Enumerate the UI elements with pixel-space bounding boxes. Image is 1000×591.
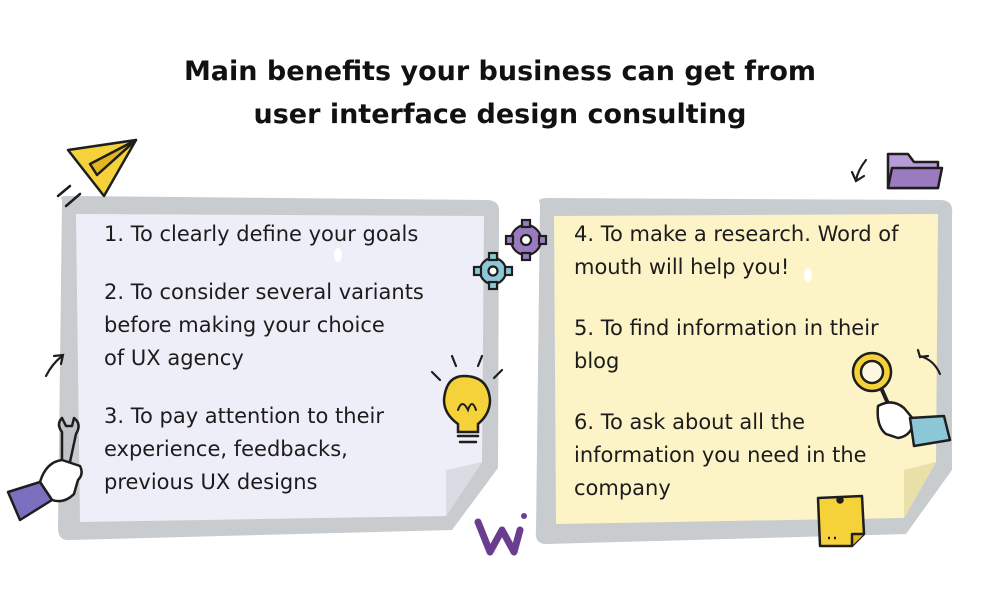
gear-icon <box>472 251 514 291</box>
benefit-line: 5. To find information in their <box>574 316 879 340</box>
benefit-line: blog <box>574 349 620 373</box>
folder-icon <box>886 152 944 190</box>
title-line-1: Main benefits your business can get from <box>183 56 817 87</box>
benefit-3: 3. To pay attention to their experience,… <box>104 400 424 499</box>
magnifier-hand-icon <box>851 351 952 448</box>
benefit-line: of UX agency <box>104 346 244 370</box>
sparkle-icon <box>804 268 812 282</box>
left-note-text: 1. To clearly define your goals 2. To co… <box>104 218 424 499</box>
benefit-line: mouth will help you! <box>574 255 790 279</box>
gear-icon <box>504 218 548 262</box>
paper-plane-icon <box>56 138 138 208</box>
sparkle-icon <box>334 248 342 262</box>
left-note <box>58 195 500 541</box>
sticky-note-icon <box>816 494 866 548</box>
logo-icon <box>474 513 527 556</box>
page-title: Main benefits your business can get from… <box>0 50 1000 136</box>
benefit-1: 1. To clearly define your goals <box>104 218 424 251</box>
benefit-line: before making your choice <box>104 313 385 337</box>
wrench-hand-icon <box>6 416 83 522</box>
arrow-icon <box>850 158 868 183</box>
benefit-line: information you need in the <box>574 443 867 467</box>
benefit-5: 5. To find information in their blog <box>574 312 898 378</box>
benefit-line: company <box>574 476 671 500</box>
benefit-line: 4. To make a research. Word of <box>574 222 899 246</box>
benefit-4: 4. To make a research. Word of mouth wil… <box>574 218 898 284</box>
lightbulb-icon <box>430 354 504 444</box>
benefit-line: 1. To clearly define your goals <box>104 222 419 246</box>
benefit-line: 6. To ask about all the <box>574 410 806 434</box>
benefit-line: previous UX designs <box>104 470 318 494</box>
arrow-icon <box>916 348 942 376</box>
right-note-text: 4. To make a research. Word of mouth wil… <box>574 218 898 505</box>
benefit-line: experience, feedbacks, <box>104 437 348 461</box>
arrow-icon <box>44 353 65 378</box>
right-note <box>535 198 953 545</box>
benefit-2: 2. To consider several variants before m… <box>104 276 424 375</box>
benefit-6: 6. To ask about all the information you … <box>574 406 898 505</box>
title-line-2: user interface design consulting <box>253 99 747 130</box>
benefit-line: 3. To pay attention to their <box>104 404 384 428</box>
benefit-line: 2. To consider several variants <box>104 280 424 304</box>
